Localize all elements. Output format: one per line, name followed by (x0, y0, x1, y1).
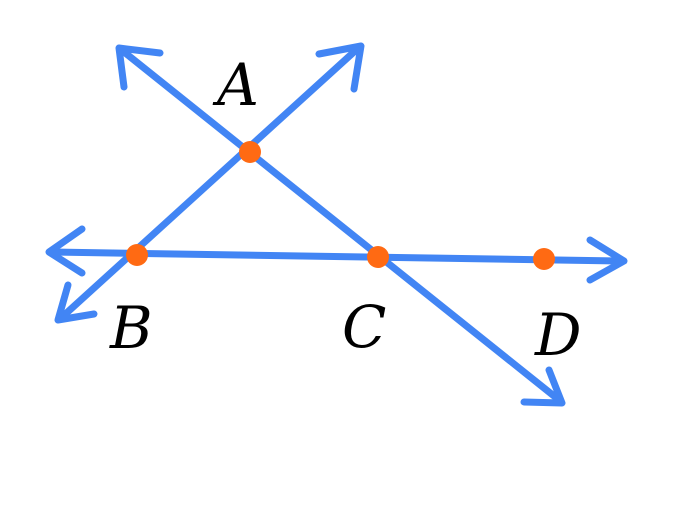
line-AC-segment (120, 48, 563, 404)
line-BD-arrowhead-left (45, 225, 86, 277)
label-D: D (534, 301, 582, 369)
point-B (126, 244, 148, 266)
line-AB-arrowhead-top (315, 42, 365, 93)
line-AB (54, 42, 365, 324)
line-BD-arrowhead-right (586, 236, 628, 284)
point-A (239, 141, 261, 163)
line-AB-arrowhead-bottom (54, 281, 98, 324)
line-AB-segment (57, 47, 359, 322)
label-C: C (342, 293, 386, 361)
point-D (533, 248, 555, 270)
point-C (367, 246, 389, 268)
label-A: A (212, 51, 259, 119)
line-AC (115, 44, 566, 407)
line-AC-arrowhead-bottom (520, 366, 566, 407)
label-B: B (109, 294, 153, 362)
line-AC-arrowhead-top (115, 44, 164, 91)
